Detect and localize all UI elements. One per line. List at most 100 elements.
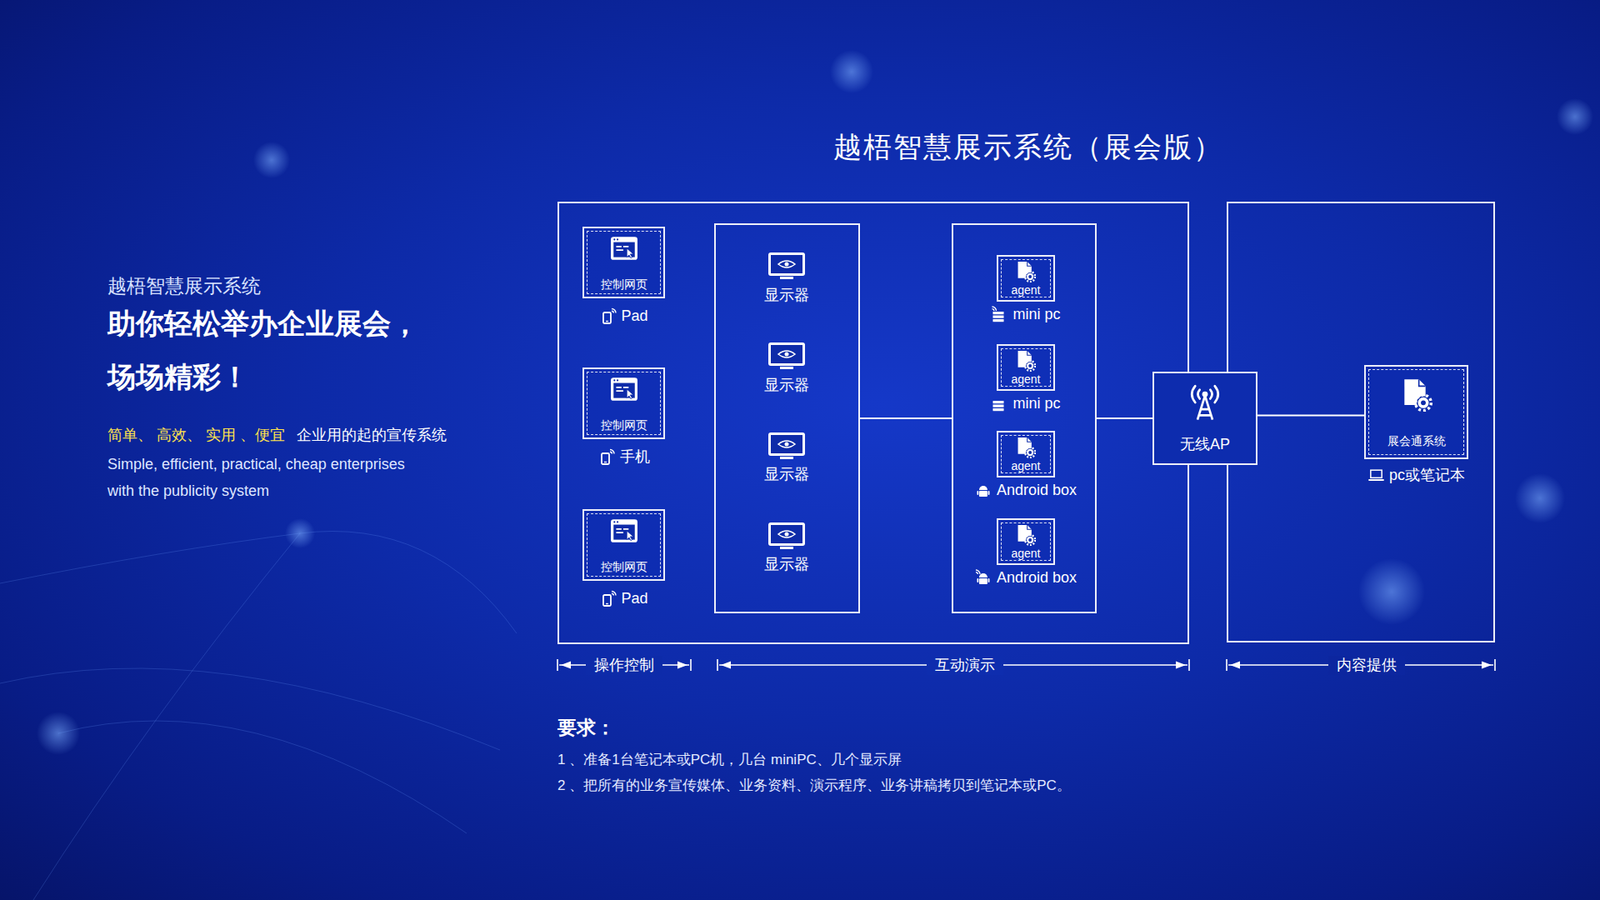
- control-page-box: 控制网页Pad: [582, 509, 665, 581]
- browser-icon-part: [613, 383, 635, 399]
- phone-icon-part: [602, 312, 610, 324]
- doc-icon-part: [1025, 271, 1035, 282]
- monitor-frame: [768, 252, 805, 276]
- box-label: 展会通系统: [1365, 434, 1467, 449]
- slogan: 助你轻松举办企业展会，: [107, 305, 420, 342]
- glow-dot: [1358, 558, 1425, 625]
- monitor-screen: [770, 435, 803, 454]
- doc-icon: [1015, 260, 1036, 283]
- display-label: 显示器: [764, 465, 810, 485]
- server-wifi-icon-part: [991, 306, 996, 311]
- phone-icon-part: [610, 450, 615, 455]
- doc-icon-part: [1025, 272, 1034, 280]
- requirement-item: 1 、准备1台笔记本或PC机，几台 miniPC、几个显示屏: [557, 750, 902, 769]
- doc-icon-part: [1418, 379, 1425, 386]
- monitor-icon: [768, 432, 805, 460]
- agent-box: agentAndroid box: [996, 430, 1055, 478]
- eye-pupil: [785, 262, 790, 267]
- doc-icon: [1015, 436, 1036, 459]
- monitor-stand: [780, 456, 794, 460]
- agent-box: agentmini pc: [996, 255, 1055, 302]
- browser-icon-part: [626, 248, 634, 259]
- eye-shape: [778, 440, 795, 448]
- display-column: [714, 223, 860, 614]
- requirements-heading: 要求：: [557, 715, 615, 740]
- device-name: 手机: [620, 447, 650, 466]
- browser-icon: [610, 518, 639, 544]
- phone-icon-part: [602, 595, 610, 606]
- phone-icon-part: [610, 591, 615, 596]
- phone-icon: [598, 448, 615, 465]
- android-wifi-icon-part: [988, 578, 990, 583]
- device-caption: 手机: [598, 447, 650, 466]
- browser-icon-part: [613, 238, 615, 240]
- browser-icon: [610, 376, 639, 402]
- device-caption: pc或笔记本: [1367, 465, 1465, 485]
- region-box: 控制网页Pad控制网页手机控制网页Padagentmini pcagentmin…: [557, 201, 1190, 645]
- eye-pupil: [785, 442, 790, 447]
- monitor-icon: [768, 522, 805, 550]
- monitor-frame: [768, 522, 805, 546]
- phone-icon: [599, 590, 616, 607]
- network-line: [0, 531, 517, 635]
- eye-shape: [778, 350, 795, 358]
- network-line: [58, 720, 467, 834]
- agent-box: agentmini pc: [996, 344, 1055, 391]
- glow-dot: [253, 141, 290, 179]
- browser-icon-part: [615, 238, 618, 240]
- browser-icon-part: [613, 525, 635, 540]
- control-page-box: 控制网页Pad: [582, 226, 665, 299]
- doc-icon-part: [1416, 396, 1430, 410]
- phone-icon: [599, 307, 616, 325]
- box-label: 控制网页: [584, 560, 664, 575]
- diagram-title: 越梧智慧展示系统（展会版）: [833, 128, 1224, 167]
- laptop-icon-part: [1370, 470, 1381, 478]
- browser-icon-part: [610, 236, 638, 260]
- server-wifi-icon: [990, 305, 1008, 323]
- display-label: 显示器: [764, 285, 810, 305]
- doc-icon-part: [1025, 447, 1035, 458]
- system-box: 展会通系统pc或笔记本: [1364, 365, 1469, 460]
- doc-icon-part: [1027, 261, 1032, 266]
- box-label: 无线AP: [1154, 435, 1256, 454]
- bracket-arrowhead: [560, 661, 571, 670]
- browser-icon-part: [613, 379, 615, 381]
- doc-icon-part: [1027, 350, 1032, 355]
- box-label: agent: [998, 459, 1054, 474]
- android-icon-part: [976, 490, 979, 495]
- box-label: agent: [998, 372, 1054, 387]
- android-wifi-icon-part: [975, 570, 980, 575]
- doc-icon-part: [1028, 450, 1032, 455]
- bracket-arrowhead: [720, 661, 731, 670]
- subtitle: 越梧智慧展示系统: [107, 274, 261, 299]
- doc-icon: [1400, 378, 1433, 412]
- box-label: 控制网页: [584, 277, 664, 292]
- device-caption: Android box: [975, 568, 1077, 587]
- server-icon-part: [992, 408, 1004, 411]
- display-label: 显示器: [764, 375, 810, 395]
- android-wifi-icon: [975, 569, 992, 586]
- doc-icon-part: [1028, 275, 1032, 279]
- box-label: 控制网页: [584, 418, 664, 433]
- monitor-stand: [780, 366, 794, 370]
- browser-icon-part: [613, 520, 615, 523]
- doc-icon: [1015, 524, 1036, 546]
- range-label: 互动演示: [926, 655, 1004, 675]
- eye-pupil: [785, 352, 790, 357]
- doc-icon-part: [1028, 538, 1032, 542]
- device-name: pc或笔记本: [1389, 465, 1465, 485]
- doc-icon-part: [1025, 535, 1035, 545]
- browser-icon: [610, 235, 639, 261]
- region-box: 展会通系统 pc或笔记本: [1226, 201, 1495, 643]
- phone-icon-part: [605, 320, 608, 322]
- android-icon-part: [988, 490, 990, 495]
- browser-icon-part: [626, 530, 634, 541]
- display-label: 显示器: [764, 555, 810, 575]
- antenna-icon-part: [1202, 391, 1209, 398]
- eye-shape: [778, 530, 795, 538]
- bracket-arrowhead: [677, 661, 688, 670]
- slogan: 场场精彩！: [107, 359, 250, 395]
- device-name: Android box: [996, 480, 1077, 500]
- browser-icon-part: [613, 242, 635, 258]
- doc-icon-part: [1028, 364, 1032, 368]
